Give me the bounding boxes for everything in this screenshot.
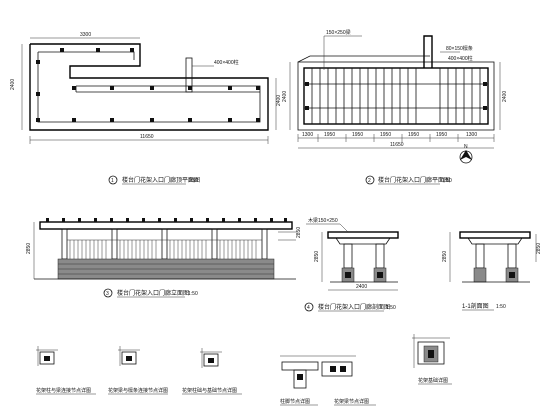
plan-structure-view: 150×250梁 80×150檩条 400×400柱 1300 1950 195… [282,29,508,185]
section-a-callout: 4 [307,305,310,311]
bay-dim-5: 1950 [408,132,419,138]
plan-roof-callout: 1 [111,178,114,184]
section-b-right-dim: 2850 [536,243,542,254]
bay-dim-6: 1950 [436,132,447,138]
section-a-label: 木梁150×250 [308,217,338,224]
detail-1: 花架柱与梁连接节点详图 [36,346,96,395]
section-a-width: 2400 [356,284,367,290]
structure-rafters [311,68,481,124]
plan-roof-title-text: 楼台门花架入口门廊顶平面图 [122,176,200,184]
detail-2-title: 花架梁与檩条连接节点详图 [108,387,168,394]
elevation-lattice [67,239,262,259]
plan-right-dim: 2400 [276,95,282,106]
north-arrow-label: N [464,144,468,150]
elevation-title-text: 楼台门花架入口门廊立面图 [117,289,189,297]
section-b-height: 2850 [442,251,448,262]
structure-purlin-label: 80×150檩条 [446,45,473,52]
section-b-view: 2850 2850 1-1剖面图 1:50 [442,231,542,311]
detail-2: 花架梁与檩条连接节点详图 [108,346,168,395]
plan-top-segment: 3300 [80,32,91,38]
structure-side-dim: 2400 [282,91,288,102]
north-arrow-icon: N [459,144,473,164]
detail-3-title: 花架柱础与基础节点详图 [182,387,237,394]
structure-column-label: 400×400柱 [448,55,473,62]
section-a-view: 木梁150×250 2850 2400 4 楼台门花架入口门廊剖面图 1:50 [304,217,399,312]
detail-5-title: 花架梁节点详图 [334,398,369,405]
plan-structure-scale: 1:50 [442,178,452,184]
section-a-title-text: 楼台门花架入口门廊剖面图 [318,303,390,311]
elevation-scale: 1:50 [188,291,198,297]
bay-dim-4: 1950 [380,132,391,138]
elevation-title: 3 楼台门花架入口门廊立面图 1:50 [103,288,198,298]
detail-6: 花架基础详图 [412,334,452,385]
structure-beam-label: 150×250梁 [326,29,351,36]
bay-dim-3: 1950 [352,132,363,138]
detail-3: 花架柱础与基础节点详图 [182,348,242,395]
plan-roof-title: 1 楼台门花架入口门廊顶平面图 1:50 [108,175,200,185]
detail-4-title: 柱脚节点详图 [280,398,310,405]
plan-side-height: 2400 [10,79,16,90]
plan-pier-marks [36,48,260,122]
elevation-view: 2850 2850 3 楼台门花架入口门廊立面图 1:50 [26,218,302,298]
plan-structure-title-text: 楼台门花架入口门廊平面图 [378,176,450,184]
detail-1-title: 花架柱与梁连接节点详图 [36,387,91,394]
structure-bay-dims: 1300 1950 1950 1950 1950 1950 1300 [297,132,495,142]
bay-dim-2: 1950 [324,132,335,138]
structure-right-dim: 2400 [502,91,508,102]
detail-6-title: 花架基础详图 [418,377,448,384]
plan-structure-callout: 2 [368,178,371,184]
structure-total-width: 11650 [390,142,404,148]
detail-4: 柱脚节点详图 [280,355,320,406]
bay-dim-1: 1300 [302,132,313,138]
section-a-height: 2850 [314,251,320,262]
section-b-scale: 1:50 [496,304,506,310]
plan-pier-label: 400×400柱 [214,59,239,66]
section-a-scale: 1:50 [386,305,396,311]
elevation-purlin-ends [46,218,287,222]
plan-structure-title: 2 楼台门花架入口门廊平面图 1:50 [365,175,452,185]
detail-5: 花架梁节点详图 [320,355,376,406]
section-b-title: 1-1剖面图 1:50 [462,302,506,311]
bay-dim-7: 1300 [466,132,477,138]
plan-roof-view: 11650 2400 3300 400×400柱 2400 1 楼台门花架入口门… [10,32,282,185]
section-b-title-text: 1-1剖面图 [462,302,489,310]
elevation-height: 2850 [26,243,32,254]
plan-total-width: 11650 [140,134,154,140]
plan-roof-scale: 1:50 [188,178,198,184]
elevation-right-dim: 2850 [296,227,302,238]
section-a-title: 4 楼台门花架入口门廊剖面图 1:50 [304,302,396,312]
elevation-callout: 3 [106,291,109,297]
